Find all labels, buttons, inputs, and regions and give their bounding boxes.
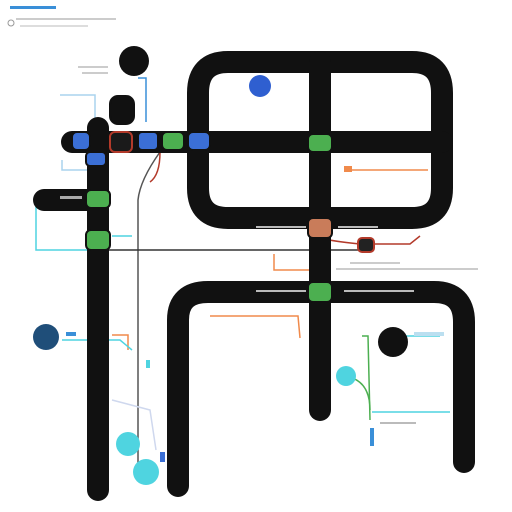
mark [16,18,116,20]
mark [338,226,378,228]
node-icon[interactable] [119,46,149,76]
station-icon[interactable] [109,131,133,153]
connector-line [149,151,161,183]
mark [78,66,108,68]
mark [7,19,15,27]
mark [60,196,82,199]
mark [146,360,150,368]
station-icon[interactable] [357,237,375,253]
mark [350,262,400,264]
station-icon[interactable] [161,131,185,151]
station-markers [71,95,375,303]
mark [380,422,416,424]
node-icon[interactable] [378,327,408,357]
connector-line [137,151,161,468]
circle-nodes [33,46,408,485]
node-icon[interactable] [33,324,59,350]
station-icon[interactable] [187,131,211,151]
mark [344,166,352,172]
connector-line [210,315,301,339]
connector-line [61,160,90,171]
connector-line [111,399,157,451]
station-icon[interactable] [307,133,333,153]
station-icon[interactable] [109,95,135,125]
station-icon[interactable] [137,131,159,151]
connector-line [362,335,371,421]
connector-line [62,339,133,351]
connector-line [60,94,96,120]
station-icon[interactable] [85,189,111,209]
station-icon[interactable] [71,131,91,151]
station-icon[interactable] [85,151,107,167]
node-icon[interactable] [116,432,140,456]
connector-line [112,334,129,350]
station-icon[interactable] [307,281,333,303]
station-icon[interactable] [307,217,333,239]
node-icon[interactable] [249,75,271,97]
decorative-marks [7,6,478,424]
mark [66,332,76,336]
node-icon[interactable] [133,459,159,485]
mark [82,72,108,74]
node-icon[interactable] [370,428,374,446]
mark [336,268,478,270]
station-icon[interactable] [85,229,111,251]
mark [344,290,414,292]
track-loop-top [187,51,453,229]
mark [20,25,88,27]
mark [10,6,56,9]
connector-line [138,77,147,122]
mark [256,290,306,292]
connector-line [273,254,320,271]
node-icon[interactable] [336,366,356,386]
track-lines [33,51,475,501]
mark [256,226,306,228]
mark [414,332,444,336]
node-icon[interactable] [160,452,165,462]
